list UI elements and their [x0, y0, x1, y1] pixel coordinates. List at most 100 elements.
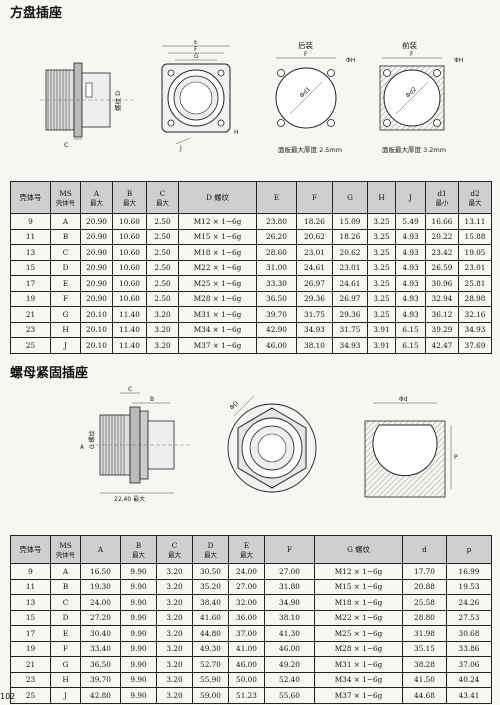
nut-table-cell: E [50, 625, 81, 642]
dim-p-label: P [454, 454, 458, 461]
square-table-cell: 3.20 [146, 337, 179, 354]
nut-table-cell: M25 × 1−6g [314, 625, 403, 642]
square-table-cell: M25 × 1−6g [178, 275, 257, 292]
square-table-cell: 36.12 [425, 306, 459, 323]
nut-receptacle-cutout: Φd P [364, 396, 458, 498]
nut-table-cell: 9.90 [120, 578, 157, 595]
nut-table-cell: M15 × 1−6g [314, 578, 403, 595]
square-table-cell: 42.47 [425, 337, 459, 354]
square-table-cell: 6.15 [395, 337, 426, 354]
square-table-cell: M18 × 1−6g [178, 244, 257, 261]
nut-table-cell: 41.60 [192, 609, 229, 626]
thread-d-label: 螺纹 D [113, 91, 122, 111]
nut-table-cell: 17.70 [402, 563, 447, 580]
nut-table-cell: 44.68 [402, 687, 447, 704]
square-table-cell: 31.75 [332, 321, 368, 338]
nut-receptacle-side-view: C B A G 螺纹 22.40 最大 [80, 386, 190, 503]
square-table-cell: 3.25 [367, 259, 396, 276]
nut-table-cell: 24.00 [228, 563, 265, 580]
nut-table-cell: 37.06 [446, 656, 492, 673]
square-table-header-cell: J [395, 181, 426, 214]
square-table-cell: 29.36 [332, 306, 368, 323]
nut-table-cell: 13 [10, 594, 51, 611]
nut-table-cell: D [50, 609, 81, 626]
dim-phi-h2-label: ΦH [454, 57, 463, 64]
nut-table-cell: M37 × 1−6g [314, 687, 403, 704]
dim-phi-d-small-label: Φd [399, 396, 408, 403]
square-table-cell: 20.62 [296, 228, 333, 245]
square-table-cell: 28.60 [256, 244, 297, 261]
nut-table-cell: 9.90 [120, 640, 157, 657]
square-table-cell: 23.80 [256, 213, 297, 230]
square-table-header-cell: 壳体号 [10, 181, 51, 214]
square-table-cell: D [50, 259, 81, 276]
dim-e-label: E [194, 40, 198, 46]
nut-table-cell: M18 × 1−6g [314, 594, 403, 611]
nut-table-cell: 17 [10, 625, 51, 642]
nut-table-cell: 51.23 [228, 687, 265, 704]
square-table-cell: 32.16 [458, 306, 492, 323]
square-table-cell: 39.70 [256, 306, 297, 323]
nut-table-cell: C [50, 594, 81, 611]
nut-table-cell: 36.00 [228, 609, 265, 626]
nut-table-cell: 9.90 [120, 609, 157, 626]
square-table-cell: M22 × 1−6g [178, 259, 257, 276]
square-table-cell: 37.69 [458, 337, 492, 354]
nut-table-cell: 19 [10, 640, 51, 657]
nut-table-cell: 3.20 [156, 687, 193, 704]
square-table-cell: A [50, 213, 81, 230]
nut-table-cell: 30.68 [446, 625, 492, 642]
nut-table-cell: 3.20 [156, 671, 193, 688]
panel-thickness-front: 面板最大厚度 3.2mm [382, 145, 446, 154]
square-table-cell: 10.60 [112, 244, 147, 261]
square-table-cell: 19.05 [458, 244, 492, 261]
square-receptacle-side-view: C 螺纹 D [40, 62, 136, 149]
nut-table-cell: 41.50 [402, 671, 447, 688]
square-table-cell: 15 [10, 259, 51, 276]
square-table-cell: 4.93 [395, 259, 426, 276]
nut-table-cell: 9.90 [120, 625, 157, 642]
square-table-cell: 20.90 [80, 244, 113, 261]
square-table-cell: 26.59 [425, 259, 459, 276]
square-table-cell: 16.66 [425, 213, 459, 230]
square-table-cell: 10.60 [112, 228, 147, 245]
front-mount-label: 前装 [402, 40, 417, 50]
nut-table-cell: 52.40 [264, 671, 315, 688]
nut-table-header-cell: p [446, 535, 492, 564]
nut-table-cell: 35.15 [402, 640, 447, 657]
nut-table-cell: 31.80 [264, 578, 315, 595]
square-table-cell: 3.25 [367, 213, 396, 230]
square-table-cell: 2.50 [146, 275, 179, 292]
square-table-cell: 2.50 [146, 259, 179, 276]
nut-table-cell: 3.20 [156, 609, 193, 626]
square-table-cell: 2.50 [146, 213, 179, 230]
nut-table-cell: 34.90 [264, 594, 315, 611]
square-table-cell: 20.90 [80, 213, 113, 230]
nut-table-cell: 59.00 [192, 687, 229, 704]
square-table-cell: 3.91 [367, 321, 396, 338]
dim-f3-label: F [410, 51, 414, 58]
square-table-cell: B [50, 228, 81, 245]
square-table-cell: 38.10 [296, 337, 333, 354]
nut-table-cell: 23 [10, 671, 51, 688]
square-table-cell: 20.90 [80, 290, 113, 307]
nut-table-cell: 33.86 [446, 640, 492, 657]
square-table-cell: 3.91 [367, 337, 396, 354]
square-table-header-cell: F [296, 181, 333, 214]
square-table-cell: 31.75 [296, 306, 333, 323]
square-table-cell: 21 [10, 306, 51, 323]
nut-table-cell: 16.99 [446, 563, 492, 580]
square-table-cell: 10.60 [112, 213, 147, 230]
